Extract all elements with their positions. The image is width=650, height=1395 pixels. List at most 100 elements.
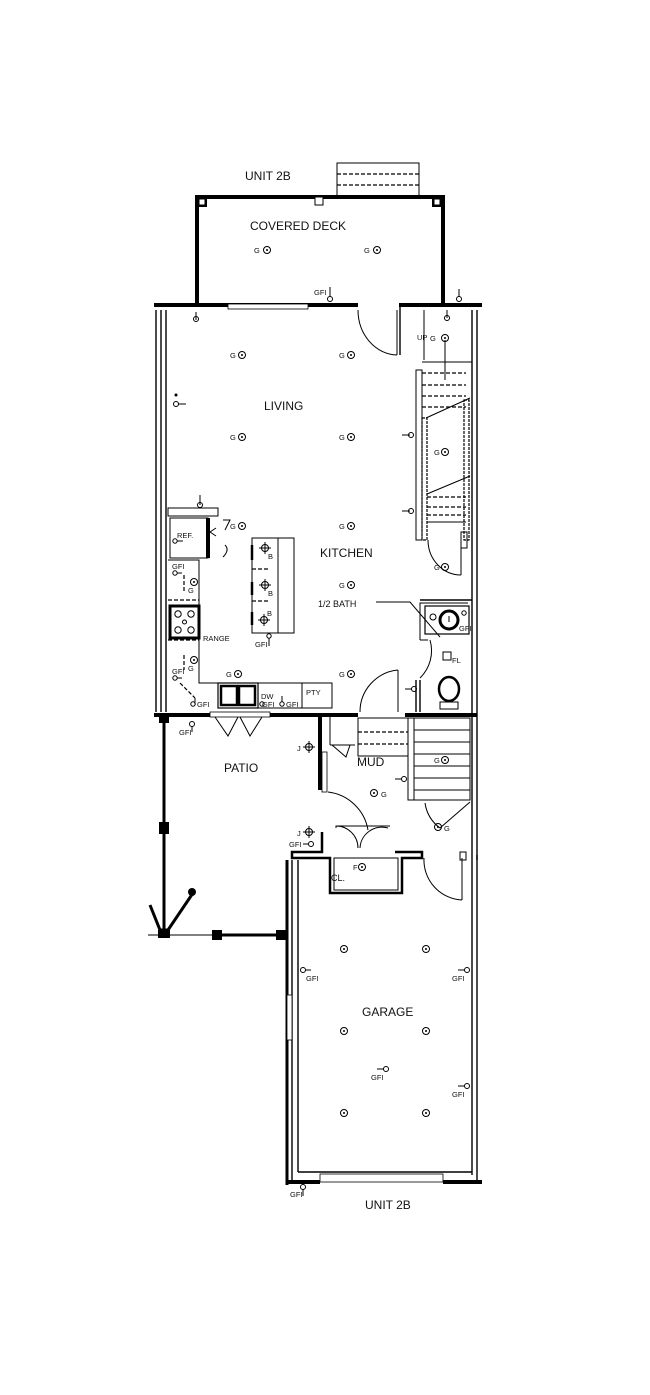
mid-wall xyxy=(154,711,477,718)
covered-deck-walls xyxy=(195,195,445,304)
pendant-light-b: B xyxy=(259,542,273,561)
gfi-outlet: GFI xyxy=(452,1083,470,1099)
svg-text:G: G xyxy=(339,433,345,442)
svg-text:G: G xyxy=(434,563,440,572)
room-label-half-bath: 1/2 BATH xyxy=(318,599,356,609)
svg-text:G: G xyxy=(434,448,440,457)
gfi-outlet: GFI xyxy=(459,610,472,633)
refrigerator-label: REF. xyxy=(177,531,193,540)
unit-label-top: UNIT 2B xyxy=(245,169,291,183)
entry-door[interactable] xyxy=(357,309,398,356)
ceiling-light-g: G xyxy=(364,246,381,255)
staircase-upper xyxy=(415,340,472,541)
mud-closet-door[interactable] xyxy=(331,744,351,758)
ceiling-light-g: G xyxy=(339,670,355,679)
svg-text:F: F xyxy=(353,863,358,872)
svg-text:G: G xyxy=(188,664,194,673)
pantry-label: PTY xyxy=(306,688,321,697)
outlet xyxy=(395,776,407,782)
toilet xyxy=(437,675,461,710)
garage-entry-door[interactable] xyxy=(423,851,467,901)
range-label: RANGE xyxy=(203,634,230,643)
closet-doors[interactable] xyxy=(335,825,390,849)
svg-text:G: G xyxy=(339,581,345,590)
ceiling-light-g: G xyxy=(434,756,449,765)
pantry: PTY xyxy=(301,682,333,709)
outlet xyxy=(456,289,462,302)
room-label-living: LIVING xyxy=(264,399,303,413)
svg-text:GFI: GFI xyxy=(371,1073,384,1082)
dishwasher-label: DW xyxy=(261,692,274,701)
svg-text:GFI: GFI xyxy=(452,1090,465,1099)
refrigerator: REF. xyxy=(167,507,231,559)
ceiling-light-g: G xyxy=(434,823,450,833)
room-label-closet: CL. xyxy=(331,873,345,883)
ceiling-light-g: G xyxy=(339,581,355,590)
ceiling-light xyxy=(340,1109,348,1117)
svg-text:G: G xyxy=(434,756,440,765)
pendant-light-g: G xyxy=(183,655,198,673)
stair-closet-door[interactable] xyxy=(427,531,468,576)
mud-west-wall xyxy=(318,717,355,793)
svg-text:G: G xyxy=(381,790,387,799)
room-label-patio: PATIO xyxy=(224,761,258,775)
svg-text:B: B xyxy=(268,552,273,561)
svg-text:G: G xyxy=(339,351,345,360)
kitchen-sink xyxy=(217,682,259,709)
gfi-outlet: GFI xyxy=(300,967,319,983)
deck-steps xyxy=(336,162,420,197)
bath-door[interactable] xyxy=(419,639,433,679)
svg-text:G: G xyxy=(430,334,436,343)
svg-text:GFI: GFI xyxy=(289,840,302,849)
ceiling-light xyxy=(422,945,430,953)
gfi-outlet: GFI xyxy=(179,721,195,737)
svg-text:G: G xyxy=(226,670,232,679)
pendant-light-g: G xyxy=(183,575,198,595)
mud-patio-door[interactable] xyxy=(327,791,369,831)
gfi-outlet: GFI xyxy=(289,840,314,849)
outlet xyxy=(197,495,203,508)
room-label-mud: MUD xyxy=(357,755,385,769)
main-exterior-walls xyxy=(154,303,482,860)
garage-walls xyxy=(285,855,482,1185)
unit-label-bottom: UNIT 2B xyxy=(365,1198,411,1212)
half-bath-walls xyxy=(415,599,472,712)
pendant-light-b: B xyxy=(258,609,272,626)
outlet xyxy=(444,310,450,321)
ceiling-light xyxy=(422,1027,430,1035)
svg-text:G: G xyxy=(230,522,236,531)
patio-french-doors[interactable] xyxy=(214,716,263,737)
gfi-outlet: GFI xyxy=(314,287,333,302)
ceiling-light-g: G xyxy=(226,670,242,679)
ceiling-light-g: G xyxy=(370,789,387,799)
svg-text:G: G xyxy=(364,246,370,255)
svg-text:G: G xyxy=(230,351,236,360)
hall-door[interactable] xyxy=(359,669,399,713)
ceiling-light-g: G xyxy=(339,433,355,442)
gfi-outlet: GFI xyxy=(255,633,272,649)
outlet xyxy=(405,686,417,692)
room-label-covered-deck: COVERED DECK xyxy=(250,219,346,233)
kitchen-island xyxy=(250,537,295,634)
svg-text:GFI: GFI xyxy=(172,562,185,571)
staircase-lower xyxy=(357,717,471,801)
svg-text:GFI: GFI xyxy=(262,700,275,709)
gfi-outlet: GFI xyxy=(172,667,196,699)
svg-text:GFI: GFI xyxy=(255,640,268,649)
svg-text:GFI: GFI xyxy=(314,288,327,297)
svg-text:GFI: GFI xyxy=(459,624,472,633)
svg-text:GFI: GFI xyxy=(197,700,210,709)
svg-text:B: B xyxy=(268,589,273,598)
svg-text:G: G xyxy=(188,586,194,595)
range-stove xyxy=(168,604,201,640)
svg-text:J: J xyxy=(297,829,301,838)
ceiling-light xyxy=(340,945,348,953)
gfi-outlet: GFI xyxy=(172,562,185,576)
svg-text:GFI: GFI xyxy=(452,974,465,983)
gfi-outlet: GFI xyxy=(452,967,470,983)
ceiling-light xyxy=(340,1027,348,1035)
patio-posts xyxy=(148,715,286,940)
svg-text:GFI: GFI xyxy=(286,700,299,709)
svg-text:GFI: GFI xyxy=(172,667,185,676)
